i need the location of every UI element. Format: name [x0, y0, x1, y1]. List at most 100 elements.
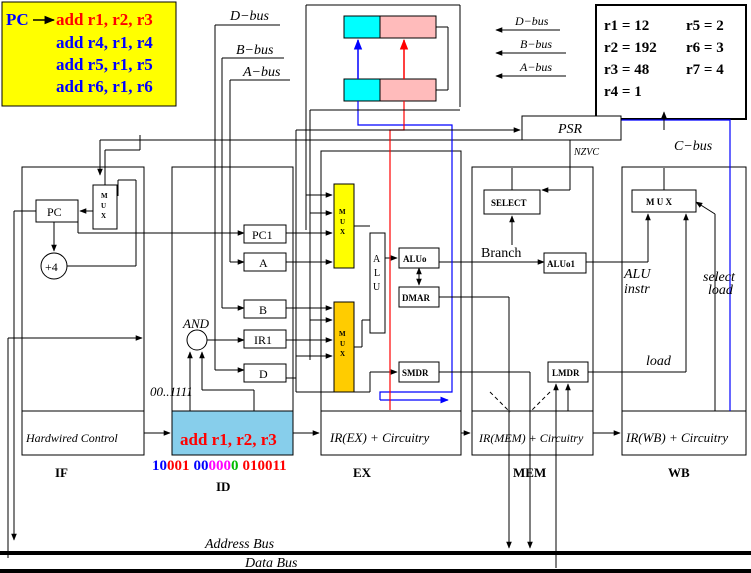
stage-mem: IR(MEM) + Circuitry MEM — [471, 166, 594, 480]
id-instruction: add r1, r2, r3 — [180, 430, 277, 449]
smdr-label: SMDR — [402, 368, 429, 378]
dmar-label: DMAR — [402, 293, 430, 303]
hardwired-control-label: Hardwired Control — [25, 431, 118, 445]
d-label: D — [259, 367, 268, 381]
branch-label: Branch — [481, 246, 521, 261]
if-internals: PC M U X +4 — [7, 135, 522, 558]
d-bus-label-left: D−bus — [229, 9, 270, 24]
if-mux — [92, 184, 118, 230]
b-label: B — [259, 303, 267, 317]
svg-text:M: M — [101, 192, 108, 200]
lmdr-label: LMDR — [552, 368, 580, 378]
register-values: r1 = 12 r2 = 192 r3 = 48 r4 = 1 r5 = 2 r… — [595, 4, 747, 120]
instruction-1: add r1, r2, r3 — [56, 10, 153, 29]
svg-text:U: U — [340, 218, 345, 226]
svg-text:X: X — [340, 228, 345, 236]
ir-mem-label: IR(MEM) + Circuitry — [478, 431, 584, 445]
enc-part-4: 000 — [209, 458, 232, 474]
mask-label: 00..1111 — [150, 384, 193, 399]
svg-text:M: M — [339, 208, 346, 216]
stage-ex: IR(EX) + Circuitry EX — [320, 150, 462, 480]
select-label: SELECT — [491, 198, 527, 208]
top-bus-lines — [295, 4, 521, 380]
svg-text:X: X — [101, 212, 106, 220]
enc-part-5: 0 — [231, 458, 239, 474]
a-bus-label-left: A−bus — [242, 65, 281, 80]
pc-label: PC — [6, 10, 29, 29]
instruction-2: add r4, r1, r4 — [56, 33, 153, 52]
svg-text:U: U — [373, 282, 381, 293]
stage-id-label: ID — [216, 479, 230, 494]
system-buses: Address Bus Data Bus — [0, 537, 751, 573]
reg-r3: r3 = 48 — [604, 62, 649, 78]
svg-text:U: U — [101, 202, 106, 210]
aluo1-register — [543, 252, 587, 274]
load-label: load — [646, 354, 672, 369]
svg-text:A: A — [373, 254, 381, 265]
reg-r4: r4 = 1 — [604, 84, 642, 100]
register-write-paths — [357, 101, 731, 411]
alu-instr-label-2: instr — [624, 282, 650, 297]
stage-if: Hardwired Control IF — [21, 166, 145, 480]
reg-r2: r2 = 192 — [604, 40, 657, 56]
select-load-label-2: load — [708, 283, 734, 298]
d-bus-label-right: D−bus — [514, 14, 549, 28]
enc-part-2: 001 — [167, 458, 190, 474]
select-load-label-1: select — [703, 270, 736, 285]
data-bus-label: Data Bus — [244, 556, 298, 571]
reg-r6: r6 = 3 — [686, 40, 724, 56]
svg-text:M: M — [339, 330, 346, 338]
bus-labels-right: D−bus B−bus A−bus — [495, 14, 566, 79]
stage-id: add r1, r2, r3 ID — [171, 166, 294, 494]
instruction-4: add r6, r1, r6 — [56, 77, 153, 96]
ex-internals: M U X M U X A L U ALUo DMAR SMDR — [286, 183, 545, 436]
svg-text:L: L — [374, 268, 380, 279]
stage-if-label: IF — [55, 465, 68, 480]
ex-mux-top — [333, 183, 355, 269]
register-file — [343, 15, 449, 102]
b-bus-label-right: B−bus — [520, 37, 552, 51]
mem-internals: ALUo1 LMDR — [439, 252, 621, 568]
a-label: A — [259, 256, 268, 270]
bus-labels-left: D−bus B−bus A−bus — [214, 9, 290, 370]
a-bus-label-right: A−bus — [519, 60, 552, 74]
aluo-label: ALUo — [403, 254, 427, 264]
nzvc-label: NZVC — [573, 147, 599, 158]
svg-text:M U X: M U X — [646, 197, 672, 207]
svg-text:X: X — [340, 350, 345, 358]
ir-ex-label: IR(EX) + Circuitry — [329, 430, 429, 445]
psr-label: PSR — [557, 122, 583, 137]
program-listing: PC add r1, r2, r3 add r4, r1, r4 add r5,… — [1, 1, 177, 107]
ir-wb-label: IR(WB) + Circuitry — [625, 430, 728, 445]
stage-ex-label: EX — [353, 465, 372, 480]
ir1-label: IR1 — [254, 333, 272, 347]
d-register — [243, 363, 287, 383]
psr-block: PSR NZVC SELECT Branch — [481, 115, 622, 261]
svg-text:U: U — [340, 340, 345, 348]
instruction-3: add r5, r1, r5 — [56, 55, 153, 74]
alu-instr-label-1: ALU — [623, 267, 651, 282]
reg-r5: r5 = 2 — [686, 18, 724, 34]
aluo1-label: ALUo1 — [547, 259, 576, 269]
pc1-label: PC1 — [252, 228, 273, 242]
address-bus-label: Address Bus — [204, 537, 275, 552]
pc-register-label: PC — [47, 205, 62, 219]
alu — [369, 232, 386, 334]
stage-wb-label: WB — [668, 465, 690, 480]
reg-r7: r7 = 4 — [686, 62, 724, 78]
and-gate — [186, 329, 208, 351]
psr-register — [521, 115, 622, 141]
wb-internals: M U X C−bus ALU instr select load load — [586, 111, 736, 411]
pc1-register — [243, 224, 287, 244]
reg-r1: r1 = 12 — [604, 18, 649, 34]
enc-part-1: 10 — [152, 458, 167, 474]
enc-part-3: 00 — [194, 458, 209, 474]
c-bus-label: C−bus — [674, 139, 713, 154]
enc-part-6: 010011 — [243, 458, 287, 474]
and-label: AND — [182, 316, 210, 331]
stage-wb: IR(WB) + Circuitry WB — [621, 166, 747, 480]
id-internals: PC1 A B IR1 D AND 00..1111 — [144, 224, 320, 436]
plus4-label: +4 — [45, 260, 58, 274]
